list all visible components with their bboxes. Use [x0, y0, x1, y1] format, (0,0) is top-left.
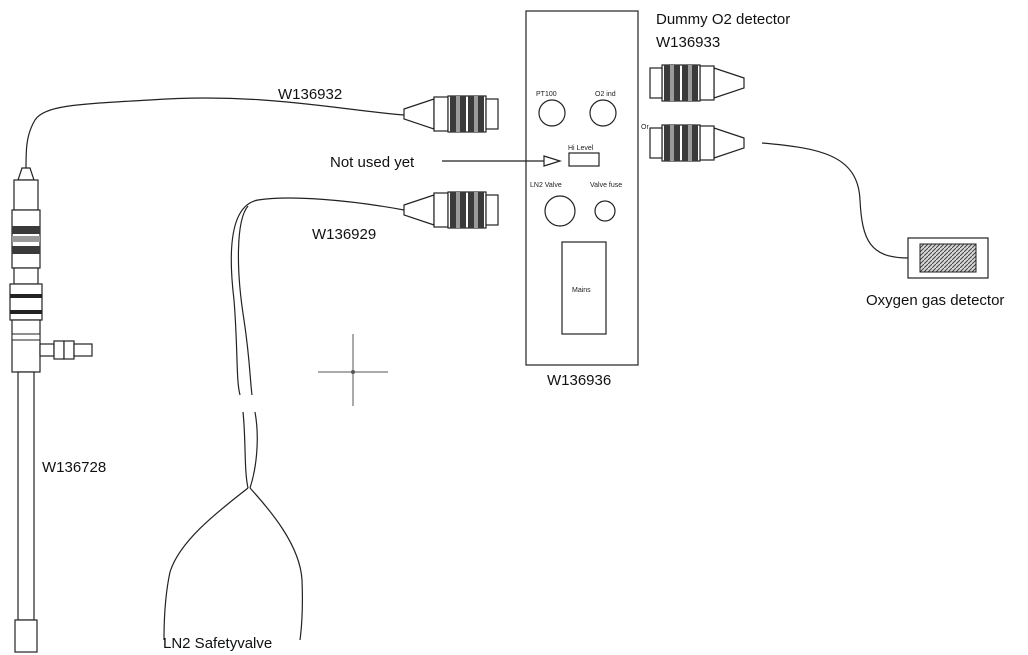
label-ln2-valve: LN2 Valve — [530, 182, 562, 189]
oxygen-connector — [649, 124, 745, 162]
label-dummy-o2-code: W136933 — [656, 34, 720, 51]
hi-level-socket — [568, 152, 600, 167]
label-box-code: W136936 — [547, 372, 611, 389]
valve-fuse — [594, 200, 616, 222]
probe-w136728 — [9, 167, 93, 653]
oxygen-detector — [907, 237, 989, 279]
label-pt100: PT100 — [536, 91, 557, 98]
label-hi-level: Hi Level — [568, 145, 594, 152]
control-box: PT100 O2 ind Hi Level LN2 Valve Valve fu… — [525, 10, 649, 366]
ln2-valve-socket — [544, 195, 576, 227]
o2-ind-socket — [589, 99, 617, 127]
label-valve-fuse: Valve fuse — [590, 182, 622, 189]
label-cable-w136932: W136932 — [278, 86, 342, 103]
label-oxygen-detector: Oxygen gas detector — [866, 292, 1004, 309]
connector-w136929 — [403, 191, 499, 229]
label-not-used-yet: Not used yet — [330, 154, 415, 171]
label-safety-valve: LN2 Safetyvalve — [163, 635, 272, 652]
connector-w136932 — [403, 95, 499, 133]
label-o2-ind: O2 ind — [595, 91, 616, 98]
cable-w136932 — [25, 97, 405, 169]
label-or: Or — [641, 124, 649, 131]
label-dummy-o2: Dummy O2 detector — [656, 11, 790, 28]
dummy-o2-connector — [649, 64, 745, 102]
label-probe-code: W136728 — [42, 459, 106, 476]
label-mains: Mains — [572, 287, 591, 294]
label-cable-w136929: W136929 — [312, 226, 376, 243]
oxygen-cable — [761, 142, 909, 259]
crosshair-mark — [318, 334, 388, 406]
cable-w136929 — [230, 197, 405, 396]
mains-socket — [561, 241, 607, 335]
pt100-socket — [538, 99, 566, 127]
